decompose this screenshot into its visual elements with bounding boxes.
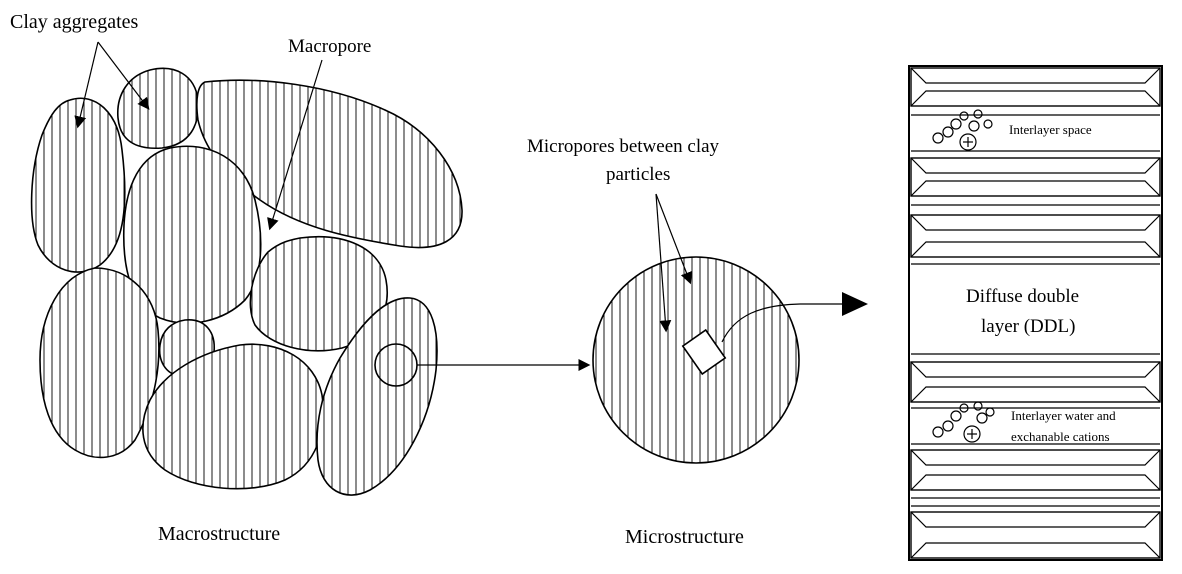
clay-platelet bbox=[910, 157, 1161, 197]
clay-aggregates-arrow bbox=[74, 41, 99, 129]
clay-platelet bbox=[910, 361, 1161, 403]
clay-platelet bbox=[910, 449, 1161, 491]
macropore-arrow bbox=[267, 59, 323, 231]
interlayer-water-label-line2: exchanable cations bbox=[1011, 429, 1110, 444]
clay-aggregate bbox=[30, 97, 126, 273]
micropores-arrow bbox=[655, 193, 693, 285]
micropores-arrow bbox=[655, 193, 672, 333]
cation-icon bbox=[963, 425, 981, 443]
cation-icon bbox=[959, 133, 977, 151]
clay-aggregate bbox=[249, 236, 388, 352]
ddl-label-line1: Diffuse double bbox=[966, 286, 1079, 307]
clay-aggregate bbox=[122, 145, 262, 324]
clay-aggregates-arrow bbox=[97, 41, 150, 110]
water-molecules-icon bbox=[932, 401, 995, 443]
micropore-zoom-box bbox=[681, 328, 727, 376]
clay-platelet bbox=[910, 511, 1161, 559]
clay-layer-stack bbox=[908, 65, 1163, 561]
clay-aggregate bbox=[39, 267, 160, 459]
macropore-label: Macropore bbox=[288, 36, 371, 57]
clay-aggregate bbox=[196, 79, 463, 249]
clay-aggregate bbox=[142, 343, 325, 490]
ddl-label-line2: layer (DDL) bbox=[981, 316, 1075, 337]
interlayer-space-label: Interlayer space bbox=[1009, 122, 1092, 137]
clay-platelet bbox=[910, 214, 1161, 258]
curved-arrow-head bbox=[842, 292, 868, 316]
clay-platelet bbox=[910, 67, 1161, 107]
macrostructure-caption: Macrostructure bbox=[158, 523, 280, 545]
macrostructure-aggregates bbox=[30, 67, 463, 496]
microstructure-caption: Microstructure bbox=[625, 526, 744, 548]
clay-aggregates-label: Clay aggregates bbox=[10, 11, 138, 33]
interlayer-water-label-line1: Interlayer water and bbox=[1011, 408, 1116, 423]
curved-arrow bbox=[721, 303, 848, 343]
clay-aggregate bbox=[117, 67, 200, 150]
water-molecules-icon bbox=[932, 109, 993, 151]
micropores-label-line1: Micropores between clay bbox=[527, 136, 720, 157]
micropores-label-line2: particles bbox=[606, 164, 670, 185]
